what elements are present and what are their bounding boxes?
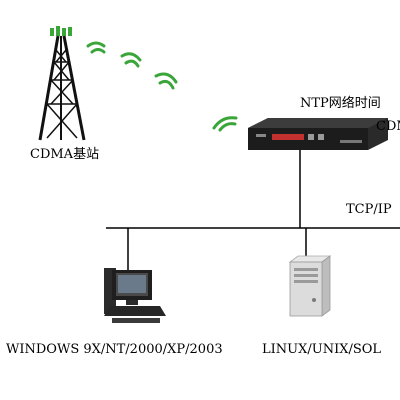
desktop-computer-icon — [104, 268, 166, 323]
windows-pc-label: WINDOWS 9X/NT/2000/XP/2003 — [6, 342, 223, 357]
ntp-server-label-2: CDM — [376, 119, 400, 134]
signal-wave-3 — [154, 72, 178, 90]
linux-server-label: LINUX/UNIX/SOL — [262, 342, 382, 357]
wireless-signal-icon — [86, 41, 238, 132]
ntp-server-label: NTP网络时间 — [300, 96, 381, 111]
signal-wave-4 — [212, 116, 238, 132]
signal-wave-1 — [86, 41, 106, 54]
cell-tower-icon — [38, 26, 86, 141]
tower-label: CDMA基站 — [30, 147, 100, 162]
rack-server-icon — [248, 118, 388, 150]
signal-wave-2 — [120, 52, 142, 68]
tower-server-icon — [288, 255, 332, 317]
network-label: TCP/IP — [346, 202, 392, 217]
